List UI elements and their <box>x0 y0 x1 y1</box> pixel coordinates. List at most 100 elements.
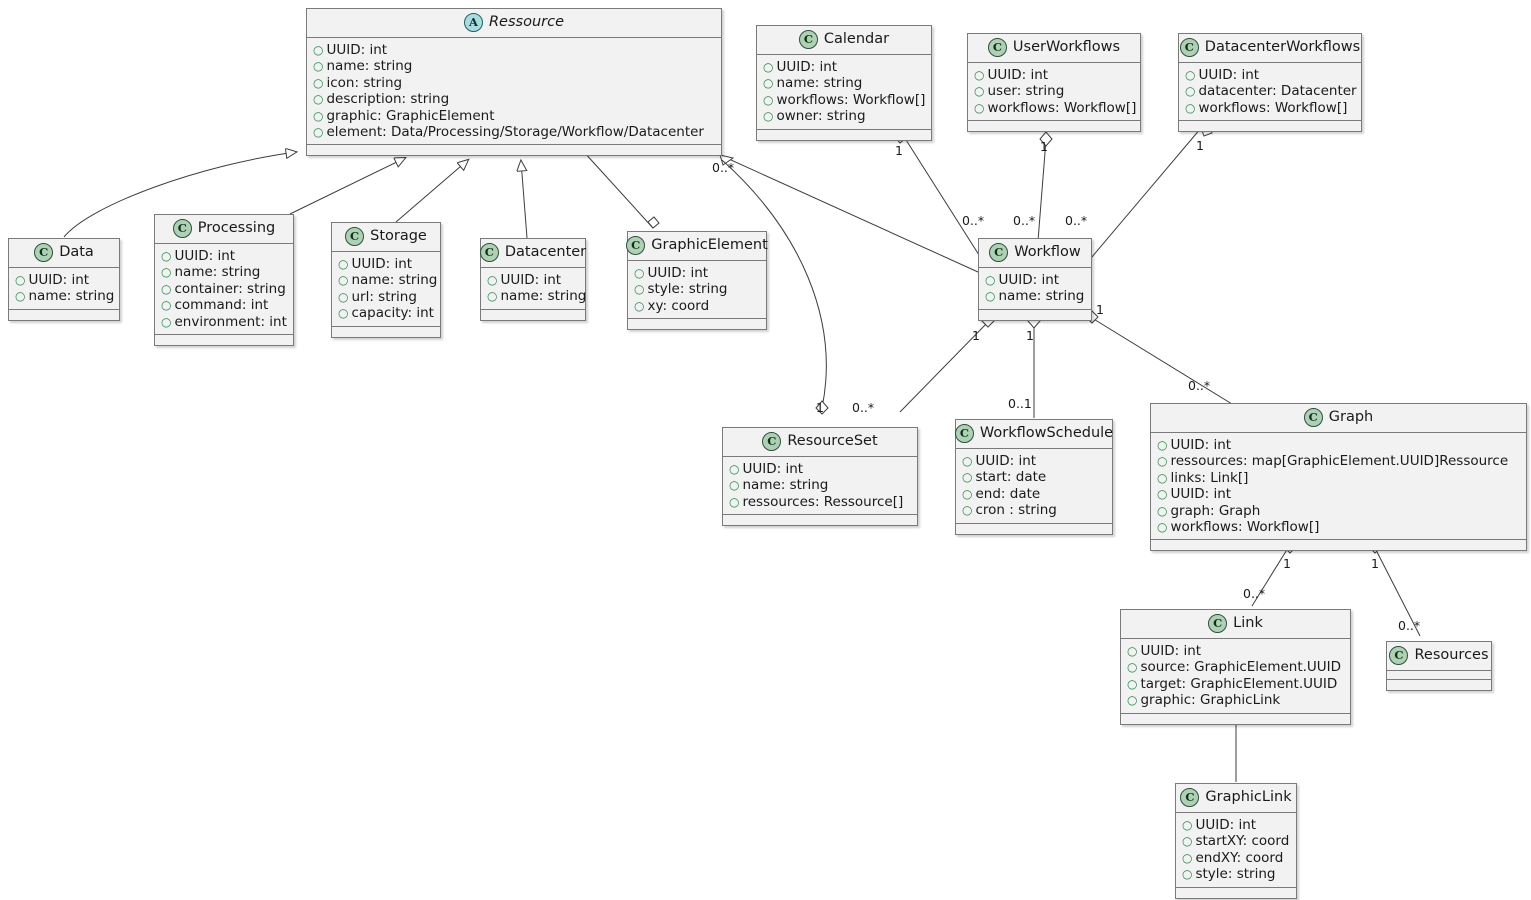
multiplicity-label: 1 <box>1026 328 1034 343</box>
visibility-marker-icon: ○ <box>729 462 740 476</box>
edge-storage-inherits-ressource <box>395 160 468 223</box>
class-attributes-datacenterworkflows: ○UUID: int ○datacenter: Datacenter ○work… <box>1179 63 1361 122</box>
attribute-text: UUID: int <box>987 67 1049 83</box>
class-methods-calendar <box>757 129 931 140</box>
visibility-marker-icon: ○ <box>313 108 324 123</box>
visibility-marker-icon: ○ <box>338 289 349 304</box>
attribute-row: ○UUID: int <box>974 67 1133 83</box>
class-methods-data <box>9 309 119 320</box>
attribute-text: UUID: int <box>1170 437 1232 453</box>
visibility-marker-icon: ○ <box>1185 84 1196 99</box>
class-attributes-userworkflows: ○UUID: int ○user: string ○workflows: Wor… <box>968 63 1140 122</box>
visibility-marker-icon: ○ <box>161 314 172 329</box>
multiplicity-label: 1 <box>1196 138 1204 153</box>
class-header-storage: C Storage <box>332 223 440 252</box>
class-title: UserWorkflows <box>1012 39 1121 56</box>
class-box-storage[interactable]: C Storage ○UUID: int ○name: string ○url:… <box>331 222 441 338</box>
visibility-marker-icon: ○ <box>161 281 172 296</box>
class-box-datacenterworkflows[interactable]: C DatacenterWorkflows ○UUID: int ○datace… <box>1178 33 1362 133</box>
visibility-marker-icon: ○ <box>763 76 774 91</box>
attribute-row: ○UUID: int <box>1157 437 1519 453</box>
multiplicity-label: 0..* <box>1065 213 1088 228</box>
class-icon: C <box>1303 408 1323 427</box>
class-box-graph[interactable]: C Graph ○UUID: int ○ressources: map[Grap… <box>1150 403 1527 552</box>
class-box-userworkflows[interactable]: C UserWorkflows ○UUID: int ○user: string… <box>967 33 1141 133</box>
class-icon: C <box>345 227 365 246</box>
attribute-row: ○xy: coord <box>634 298 759 314</box>
class-icon: C <box>34 243 54 262</box>
attribute-text: name: string <box>998 288 1085 305</box>
multiplicity-label: 0..* <box>852 400 875 415</box>
visibility-marker-icon: ○ <box>15 273 26 287</box>
attribute-row: ○end: date <box>962 486 1105 502</box>
visibility-marker-icon: ○ <box>763 92 774 107</box>
class-box-calendar[interactable]: C Calendar ○UUID: int ○name: string ○wor… <box>756 25 932 141</box>
class-box-ressource[interactable]: A Ressource ○UUID: int ○name: string ○ic… <box>306 8 722 157</box>
attribute-row: ○UUID: int <box>1127 643 1343 659</box>
visibility-marker-icon: ○ <box>487 273 498 287</box>
attribute-text: environment: int <box>174 313 287 330</box>
visibility-marker-icon: ○ <box>313 75 324 90</box>
class-icon: C <box>1389 646 1409 665</box>
attribute-text: capacity: int <box>351 305 434 322</box>
attribute-row: ○source: GraphicElement.UUID <box>1127 659 1343 675</box>
class-title: Resources <box>1414 647 1489 664</box>
attribute-text: end: date <box>975 485 1041 502</box>
class-box-processing[interactable]: C Processing ○UUID: int ○name: string ○c… <box>154 214 294 347</box>
visibility-marker-icon: ○ <box>634 298 645 313</box>
visibility-marker-icon: ○ <box>1185 100 1196 115</box>
class-attributes-graphicelement: ○UUID: int ○style: string ○xy: coord <box>628 261 766 320</box>
attribute-row: ○name: string <box>15 288 114 304</box>
class-title: Graph <box>1328 409 1374 426</box>
class-box-datacenter[interactable]: C Datacenter ○UUID: int ○name: string <box>479 238 586 321</box>
class-box-resourceset[interactable]: C ResourceSet ○UUID: int ○name: string ○… <box>722 427 918 527</box>
attribute-row: ○name: string <box>487 288 586 304</box>
attribute-row: ○UUID: int <box>634 265 759 281</box>
class-box-data[interactable]: C Data ○UUID: int ○name: string <box>8 238 120 321</box>
class-icon: C <box>626 236 646 255</box>
class-title: Calendar <box>823 31 890 48</box>
attribute-text: UUID: int <box>647 265 709 281</box>
class-box-resources[interactable]: C Resources <box>1386 641 1492 691</box>
class-methods-userworkflows <box>968 121 1140 132</box>
class-methods-resourceset <box>723 515 917 526</box>
multiplicity-label: 0..* <box>1398 618 1421 633</box>
class-methods-ressource <box>307 145 721 156</box>
attribute-text: datacenter: Datacenter <box>1198 83 1357 100</box>
attribute-text: graphic: GraphicElement <box>326 107 495 124</box>
class-box-graphicelement[interactable]: C GraphicElement ○UUID: int ○style: stri… <box>626 231 768 331</box>
class-methods-storage <box>332 326 440 337</box>
attribute-text: name: string <box>500 288 587 305</box>
attribute-text: style: string <box>647 281 728 298</box>
visibility-marker-icon: ○ <box>313 43 324 57</box>
attribute-row: ○description: string <box>313 91 714 107</box>
visibility-marker-icon: ○ <box>974 68 985 82</box>
attribute-row: ○UUID: int <box>962 453 1105 469</box>
class-icon: C <box>1208 614 1228 633</box>
attribute-text: style: string <box>1195 866 1276 883</box>
class-box-link[interactable]: C Link ○UUID: int ○source: GraphicElemen… <box>1120 609 1351 725</box>
visibility-marker-icon: ○ <box>763 60 774 74</box>
attribute-text: UUID: int <box>975 453 1037 469</box>
visibility-marker-icon: ○ <box>962 470 973 485</box>
class-box-workflow[interactable]: C Workflow ○UUID: int ○name: string <box>978 238 1092 321</box>
class-title: WorkflowSchedule <box>979 425 1114 442</box>
attribute-row: ○UUID: int <box>985 272 1084 288</box>
class-box-workflowschedule[interactable]: C WorkflowSchedule ○UUID: int ○start: da… <box>954 419 1114 535</box>
visibility-marker-icon: ○ <box>313 125 324 140</box>
class-attributes-storage: ○UUID: int ○name: string ○url: string ○c… <box>332 252 440 327</box>
multiplicity-label: 0..* <box>962 213 985 228</box>
class-box-graphiclink[interactable]: C GraphicLink ○UUID: int ○startXY: coord… <box>1175 783 1297 899</box>
attribute-row: ○workflows: Workflow[] <box>1185 100 1354 116</box>
attribute-text: user: string <box>987 83 1065 100</box>
class-header-workflow: C Workflow <box>979 239 1091 268</box>
class-header-data: C Data <box>9 239 119 268</box>
attribute-text: graph: Graph <box>1170 502 1261 519</box>
attribute-text: UUID: int <box>28 272 90 288</box>
attribute-row: ○command: int <box>161 297 286 313</box>
class-header-datacenter: C Datacenter <box>479 239 586 268</box>
visibility-marker-icon: ○ <box>763 109 774 124</box>
attribute-text: container: string <box>174 280 286 297</box>
class-methods-datacenter <box>481 309 585 320</box>
class-header-processing: C Processing <box>155 215 293 244</box>
